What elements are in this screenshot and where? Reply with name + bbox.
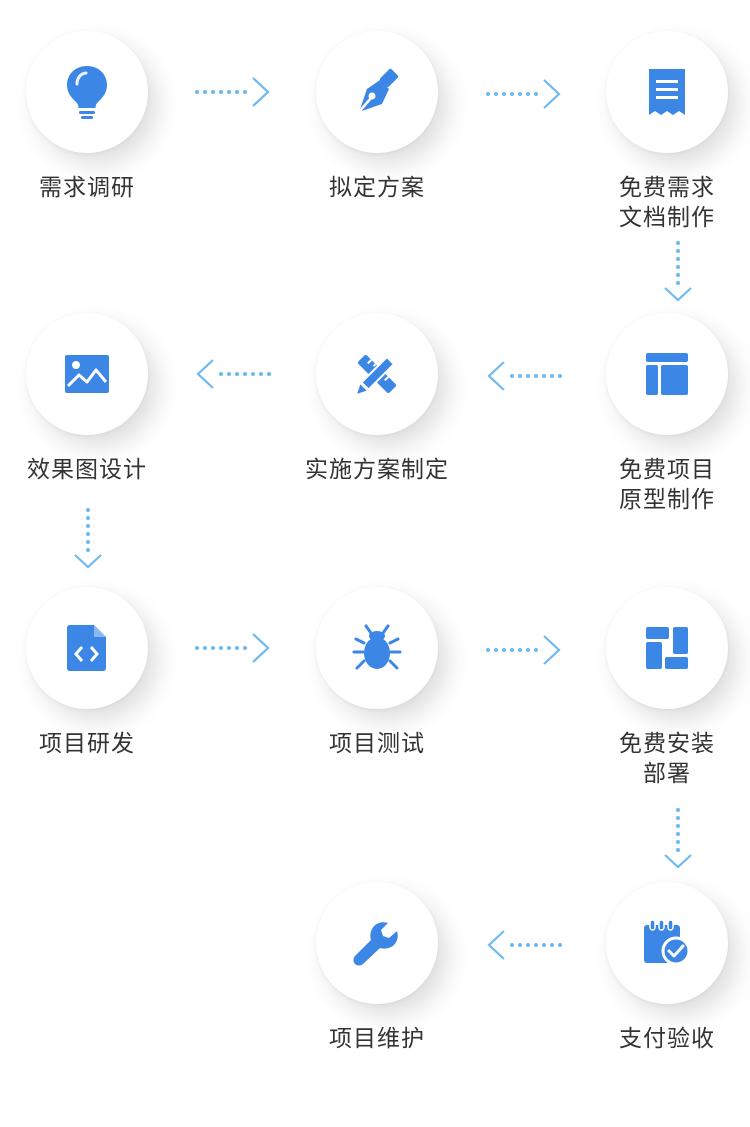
arrow-left — [195, 359, 271, 389]
step-label: 免费安装 部署 — [577, 729, 750, 789]
step-label-line: 项目测试 — [329, 731, 425, 757]
arrow-down — [664, 241, 692, 303]
wrench-icon — [353, 919, 401, 967]
step-circle — [26, 313, 148, 435]
step-label-line: 效果图设计 — [27, 457, 147, 483]
step-label: 支付验收 — [577, 1024, 750, 1054]
step-label-line: 免费需求 — [619, 175, 715, 201]
arrow-down — [74, 508, 102, 570]
arrow-right — [195, 77, 271, 107]
layout-icon — [645, 352, 689, 396]
step-free-prototype: 免费项目 原型制作 — [577, 313, 750, 515]
step-label-line: 项目研发 — [39, 731, 135, 757]
step-label-line: 免费项目 — [619, 457, 715, 483]
step-label: 免费需求 文档制作 — [577, 173, 750, 233]
step-circle — [606, 313, 728, 435]
arrow-down — [664, 808, 692, 870]
step-free-installation: 免费安装 部署 — [577, 587, 750, 789]
arrow-left — [486, 930, 562, 960]
step-label: 项目研发 — [0, 729, 177, 759]
bug-icon — [352, 623, 402, 673]
step-label: 项目测试 — [287, 729, 467, 759]
arrow-right — [195, 633, 271, 663]
step-circle — [316, 882, 438, 1004]
step-circle — [606, 31, 728, 153]
step-implementation-plan: 实施方案制定 — [287, 313, 467, 485]
step-label-line: 拟定方案 — [329, 175, 425, 201]
step-circle — [316, 587, 438, 709]
step-circle — [316, 31, 438, 153]
step-free-requirements-doc: 免费需求 文档制作 — [577, 31, 750, 233]
step-payment-acceptance: 支付验收 — [577, 882, 750, 1054]
step-project-maintenance: 项目维护 — [287, 882, 467, 1054]
step-label-line: 文档制作 — [619, 205, 715, 231]
lightbulb-icon — [65, 64, 109, 120]
arrow-left — [486, 361, 562, 391]
step-requirement-research: 需求调研 — [0, 31, 177, 203]
step-label: 项目维护 — [287, 1024, 467, 1054]
ruler-pencil-icon — [352, 349, 402, 399]
dashboard-icon — [645, 626, 689, 670]
step-label-line: 免费安装 — [619, 731, 715, 757]
step-circle — [26, 31, 148, 153]
step-label-line: 原型制作 — [619, 487, 715, 513]
step-label: 需求调研 — [0, 173, 177, 203]
image-icon — [64, 354, 110, 394]
step-project-testing: 项目测试 — [287, 587, 467, 759]
pen-icon — [353, 68, 401, 116]
arrow-right — [486, 79, 562, 109]
step-rendering-design: 效果图设计 — [0, 313, 177, 485]
step-label-line: 需求调研 — [39, 175, 135, 201]
step-label-line: 项目维护 — [329, 1026, 425, 1052]
step-circle — [606, 882, 728, 1004]
step-label-line: 实施方案制定 — [305, 457, 449, 483]
code-file-icon — [66, 624, 108, 672]
step-circle — [606, 587, 728, 709]
step-circle — [316, 313, 438, 435]
step-draft-plan: 拟定方案 — [287, 31, 467, 203]
calendar-check-icon — [642, 919, 692, 967]
step-circle — [26, 587, 148, 709]
step-label: 拟定方案 — [287, 173, 467, 203]
step-label: 效果图设计 — [0, 455, 177, 485]
document-icon — [645, 67, 689, 117]
step-label-line: 支付验收 — [619, 1026, 715, 1052]
step-project-development: 项目研发 — [0, 587, 177, 759]
step-label-line: 部署 — [643, 761, 691, 787]
step-label: 实施方案制定 — [287, 455, 467, 485]
step-label: 免费项目 原型制作 — [577, 455, 750, 515]
arrow-right — [486, 635, 562, 665]
